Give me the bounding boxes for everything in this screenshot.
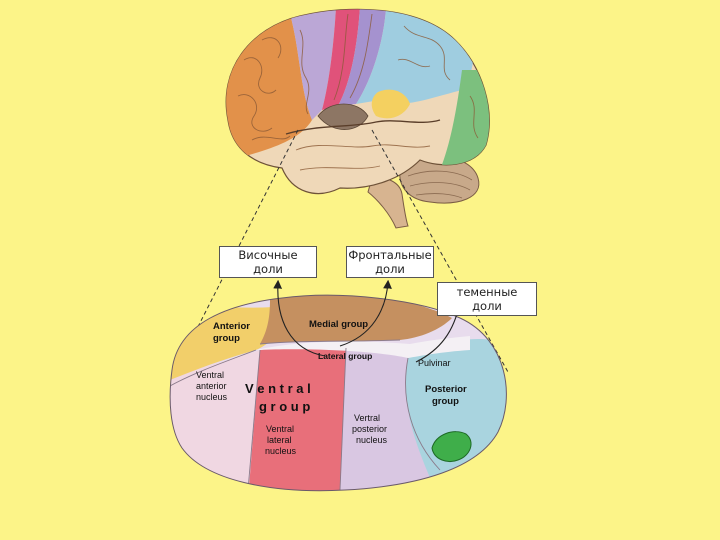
anterior-group-label-2: group [213, 333, 240, 344]
temporal-lobes-label-2: доли [220, 262, 316, 276]
parietal-lobes-callout: теменные доли [437, 282, 537, 316]
svg-text:Posterior: Posterior [425, 384, 467, 395]
thalamus-illustration: Anterior group Medial group Lateral grou… [160, 294, 520, 500]
parietal-lobes-label-2: доли [438, 299, 536, 313]
svg-text:V e n t r a l: V e n t r a l [245, 381, 311, 396]
posterior-group-label-1: Posterior [425, 384, 467, 395]
svg-text:Anterior: Anterior [213, 321, 250, 332]
svg-text:g r o u p: g r o u p [259, 399, 310, 414]
ventral-lateral-region [248, 346, 346, 500]
ventral-anterior-label-2: anterior [196, 381, 227, 391]
ventral-anterior-label-1: Ventral [196, 370, 224, 380]
brain-illustration [210, 6, 500, 228]
ventral-anterior-label-3: nucleus [196, 392, 228, 402]
posterior-group-label-2: group [432, 396, 459, 407]
svg-text:group: group [213, 333, 240, 344]
ventral-posterior-label-3: nucleus [356, 435, 388, 445]
medial-group-label: Medial group [309, 319, 368, 330]
ventral-group-label-2: g r o u p [259, 399, 310, 414]
svg-text:lateral: lateral [267, 435, 292, 445]
svg-text:nucleus: nucleus [196, 392, 228, 402]
svg-text:anterior: anterior [196, 381, 227, 391]
frontal-lobes-label-1: Фронтальные [347, 248, 433, 262]
svg-text:nucleus: nucleus [265, 446, 297, 456]
parietal-lobes-label-1: теменные [438, 285, 536, 299]
pulvinar-label: Pulvinar [418, 358, 451, 368]
ventral-lateral-label-3: nucleus [265, 446, 297, 456]
temporal-lobes-callout: Височные доли [219, 246, 317, 278]
frontal-lobes-callout: Фронтальные доли [346, 246, 434, 278]
ventral-posterior-label-1: Vertral [354, 413, 380, 423]
ventral-lateral-label-1: Ventral [266, 424, 294, 434]
ventral-posterior-label-2: posterior [352, 424, 387, 434]
temporal-lobes-label-1: Височные [220, 248, 316, 262]
lateral-group-label: Lateral group [318, 351, 372, 361]
svg-text:nucleus: nucleus [356, 435, 388, 445]
ventral-group-label-1: V e n t r a l [245, 381, 311, 396]
ventral-lateral-label-2: lateral [267, 435, 292, 445]
anterior-group-label: Anterior [213, 321, 250, 332]
svg-text:Ventral: Ventral [266, 424, 294, 434]
svg-text:Ventral: Ventral [196, 370, 224, 380]
svg-text:posterior: posterior [352, 424, 387, 434]
svg-text:group: group [432, 396, 459, 407]
frontal-lobes-label-2: доли [347, 262, 433, 276]
svg-text:Vertral: Vertral [354, 413, 380, 423]
